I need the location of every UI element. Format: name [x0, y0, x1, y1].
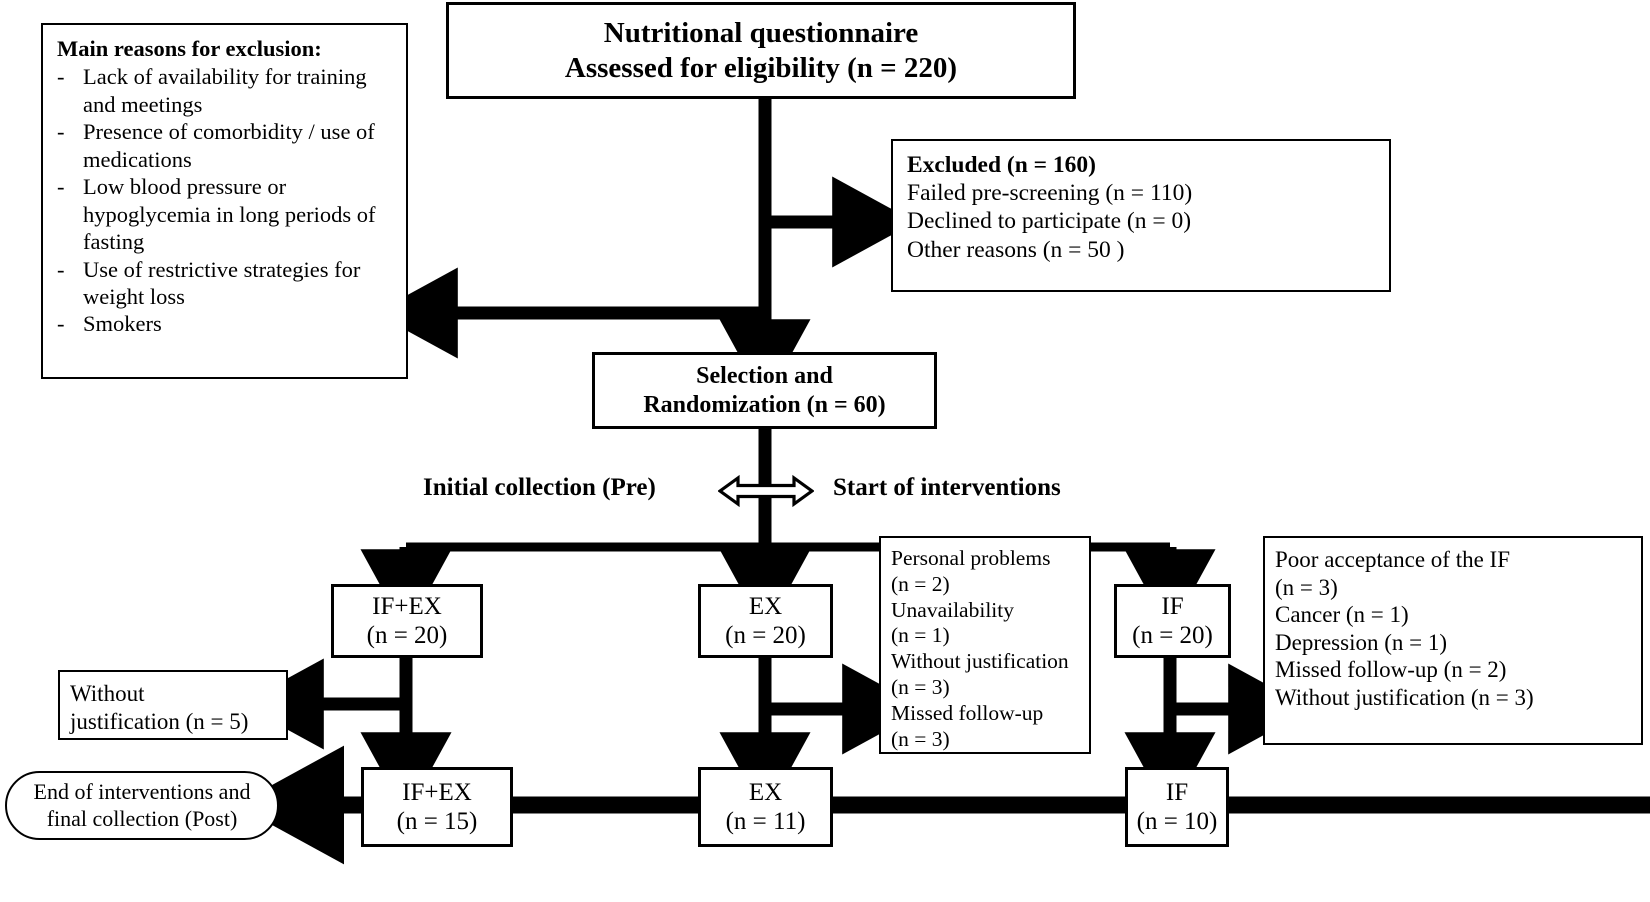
dropout-line: Cancer (n = 1) — [1275, 602, 1409, 628]
exclusion-reasons-box: Main reasons for exclusion: - Lack of av… — [41, 23, 408, 379]
group-name: EX — [748, 592, 783, 620]
dropout-line: Poor acceptance of the IF — [1275, 547, 1511, 572]
title-box: Nutritional questionnaire Assessed for e… — [446, 2, 1076, 99]
group-box-ifex-pre: IF+EX (n = 20) — [331, 584, 483, 658]
group-box-if-post: IF (n = 10) — [1125, 767, 1229, 847]
group-box-if-pre: IF (n = 20) — [1114, 584, 1231, 658]
group-count: (n = 20) — [366, 622, 448, 649]
selection-randomization-box: Selection and Randomization (n = 60) — [592, 352, 937, 429]
group-box-ex-post: EX (n = 11) — [698, 767, 833, 847]
dropout-line: Personal problems — [891, 546, 1051, 570]
list-item: - Smokers — [57, 310, 396, 337]
excluded-line: Failed pre-screening (n = 110) — [907, 180, 1193, 207]
exclusion-reason-text: Lack of availability for training and me… — [83, 64, 367, 117]
bullet-dash: - — [57, 256, 65, 282]
dropout-line: (n = 3) — [891, 726, 950, 751]
group-name: IF — [1165, 778, 1189, 806]
exclusion-reason-text: Use of restrictive strategies for weight… — [83, 256, 361, 309]
double-headed-horizontal-arrow-icon — [718, 474, 814, 508]
group-box-ifex-post: IF+EX (n = 15) — [361, 767, 513, 847]
group-count: (n = 20) — [1132, 622, 1213, 649]
exclusion-reasons-header: Main reasons for exclusion: — [57, 36, 322, 61]
dropout-line: Without justification (n = 3) — [1275, 684, 1534, 710]
dropout-line: Missed follow-up — [891, 700, 1044, 725]
group-count: (n = 11) — [725, 808, 806, 835]
exclusion-reason-text: Low blood pressure or hypoglycemia in lo… — [83, 174, 376, 255]
selection-line-1: Selection and — [696, 363, 833, 390]
excluded-line: Other reasons (n = 50 ) — [907, 236, 1125, 263]
dropout-line: Missed follow-up (n = 2) — [1275, 657, 1507, 683]
end-line-1: End of interventions and — [33, 779, 251, 805]
dropout-box-ifex: Without justification (n = 5) — [58, 670, 288, 740]
selection-line-2: Randomization (n = 60) — [643, 391, 886, 418]
group-name: IF+EX — [402, 778, 472, 806]
end-of-interventions-terminal: End of interventions and final collectio… — [5, 771, 279, 840]
list-item: - Low blood pressure or hypoglycemia in … — [57, 173, 396, 255]
group-name: IF+EX — [372, 592, 442, 620]
dropout-line: Without justification — [891, 649, 1069, 674]
dropout-line: Without — [70, 681, 145, 706]
group-count: (n = 15) — [396, 808, 478, 835]
excluded-line: Declined to participate (n = 0) — [907, 208, 1192, 235]
dropout-line: (n = 3) — [1275, 574, 1338, 600]
label-initial-collection: Initial collection (Pre) — [423, 474, 656, 501]
group-count: (n = 20) — [725, 622, 806, 649]
excluded-header: Excluded (n = 160) — [907, 152, 1097, 178]
group-count: (n = 10) — [1136, 808, 1218, 835]
dropout-line: Depression (n = 1) — [1275, 629, 1448, 655]
bullet-dash: - — [57, 119, 65, 145]
list-item: - Use of restrictive strategies for weig… — [57, 256, 396, 311]
list-item: - Lack of availability for training and … — [57, 63, 396, 118]
dropout-line: justification (n = 5) — [70, 708, 249, 734]
bullet-dash: - — [57, 311, 65, 337]
dropout-box-if: Poor acceptance of the IF (n = 3) Cancer… — [1263, 536, 1643, 745]
title-line-1: Nutritional questionnaire — [603, 17, 919, 50]
dropout-line: Unavailability — [891, 597, 1014, 622]
bullet-dash: - — [57, 64, 65, 90]
label-start-of-interventions: Start of interventions — [833, 474, 1061, 501]
exclusion-reasons-list: - Lack of availability for training and … — [57, 63, 396, 337]
dropout-line: (n = 1) — [891, 623, 950, 648]
group-name: EX — [748, 778, 783, 806]
excluded-box: Excluded (n = 160) Failed pre-screening … — [891, 139, 1391, 292]
group-box-ex-pre: EX (n = 20) — [698, 584, 833, 658]
exclusion-reason-text: Presence of comorbidity / use of medicat… — [83, 119, 375, 172]
bullet-dash: - — [57, 174, 65, 200]
list-item: - Presence of comorbidity / use of medic… — [57, 118, 396, 173]
end-line-2: final collection (Post) — [46, 805, 238, 831]
dropout-box-ex: Personal problems (n = 2) Unavailability… — [879, 536, 1091, 754]
exclusion-reason-text: Smokers — [83, 311, 162, 337]
group-name: IF — [1161, 592, 1184, 620]
dropout-line: (n = 3) — [891, 674, 950, 699]
dropout-line: (n = 2) — [891, 571, 950, 596]
title-line-2: Assessed for eligibility (n = 220) — [564, 51, 958, 84]
